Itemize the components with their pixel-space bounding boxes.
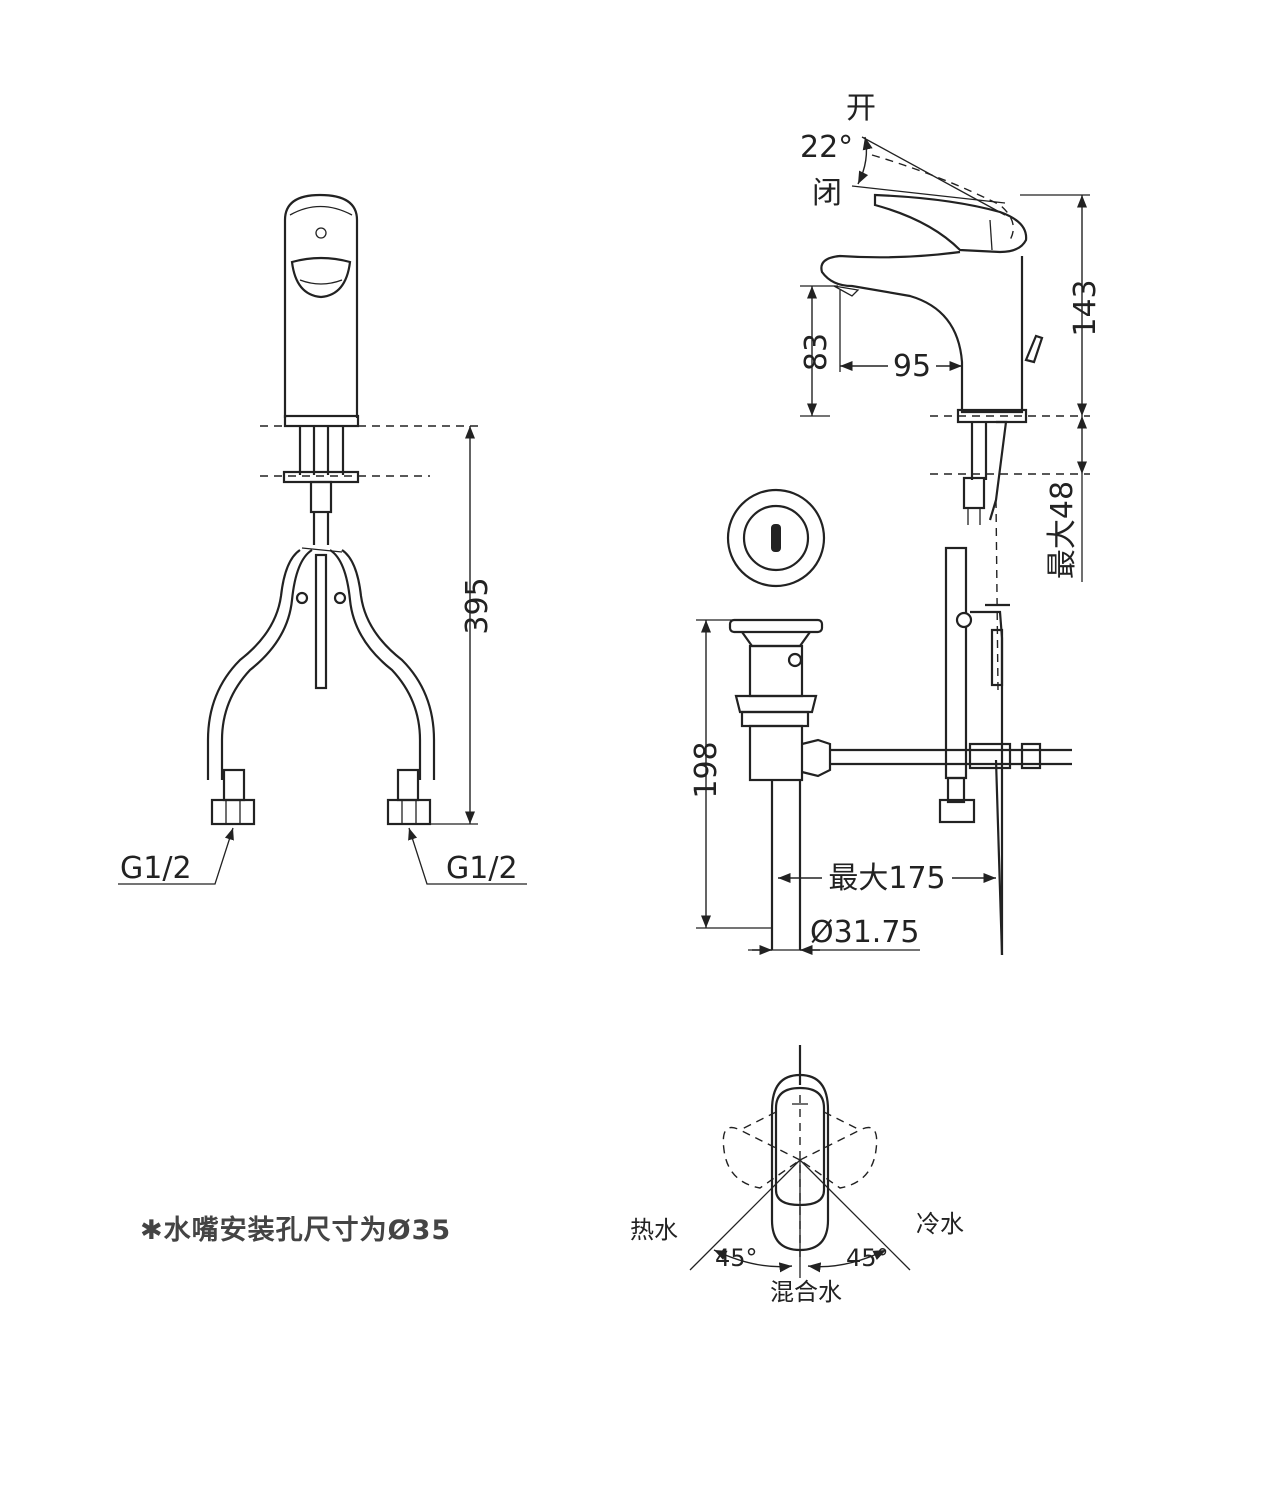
max-deck-label: 最大48 [1045,481,1080,579]
right-angle-label: 45° [846,1244,889,1272]
side-view: 开 22° 闭 [799,91,1103,956]
front-hose-left [220,549,313,780]
open-label: 开 [846,91,876,126]
drain-cap-icon [726,488,826,588]
side-faucet-body [820,250,1024,414]
front-view: 395 G1/2 G1/2 [118,193,527,886]
cold-water-label: 冷水 [916,1210,964,1238]
front-hose-right [329,549,422,780]
closed-label: 闭 [812,176,842,211]
spout-height-label: 83 [799,333,834,371]
hot-water-label: 热水 [630,1216,678,1244]
inlet-right-label: G1/2 [446,851,518,886]
left-angle-label: 45° [715,1244,758,1272]
mixed-water-label: 混合水 [770,1278,842,1306]
max-length-label: 最大175 [828,861,945,896]
front-faucet-body [283,193,359,418]
side-handle [873,193,1028,254]
reach-label: 95 [893,349,931,384]
drain-assembly: 198 最大175 Ø31.75 [689,488,996,956]
total-height-label: 143 [1068,279,1103,336]
diameter-label: Ø31.75 [810,915,920,950]
front-height-label: 395 [460,577,495,634]
inlet-left-label: G1/2 [120,851,192,886]
angle-label: 22° [800,130,853,165]
top-view: 热水 冷水 45° 45° 混合水 [630,1045,964,1306]
drain-height-label: 198 [689,741,724,798]
installation-note: ✱水嘴安装孔尺寸为Ø35 [140,1215,452,1246]
top-faucet-body [770,1073,830,1252]
